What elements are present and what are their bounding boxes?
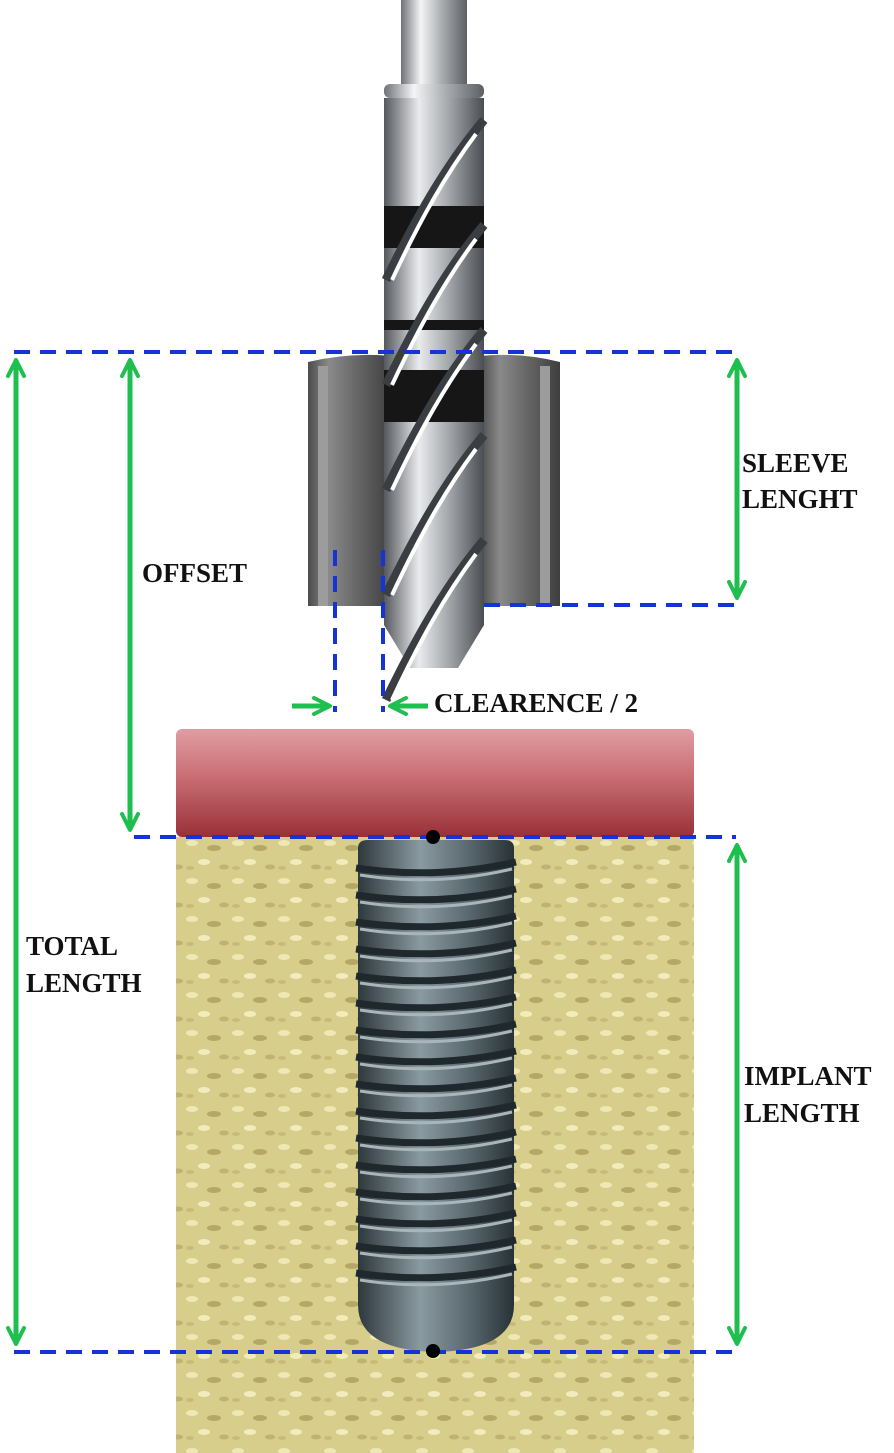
offset-label: OFFSET bbox=[142, 558, 247, 588]
implant-top-marker bbox=[426, 830, 440, 844]
sleeve-length-label-line2: LENGHT bbox=[742, 484, 858, 514]
guide-sleeve-icon bbox=[308, 354, 560, 606]
dental-implant-icon bbox=[355, 840, 517, 1352]
twist-drill-icon bbox=[381, 0, 488, 702]
sleeve-length-label-line1: SLEEVE bbox=[742, 448, 849, 478]
dimension-arrows bbox=[6, 358, 747, 1346]
total-length-label-line1: TOTAL bbox=[26, 931, 118, 961]
clearance-label: CLEARENCE / 2 bbox=[434, 688, 638, 718]
implant-length-label-line2: LENGTH bbox=[744, 1098, 860, 1128]
implant-apex-marker bbox=[426, 1344, 440, 1358]
implant-length-label-line1: IMPLANT bbox=[744, 1061, 872, 1091]
gum-tissue bbox=[176, 729, 694, 837]
total-length-label-line2: LENGTH bbox=[26, 968, 142, 998]
